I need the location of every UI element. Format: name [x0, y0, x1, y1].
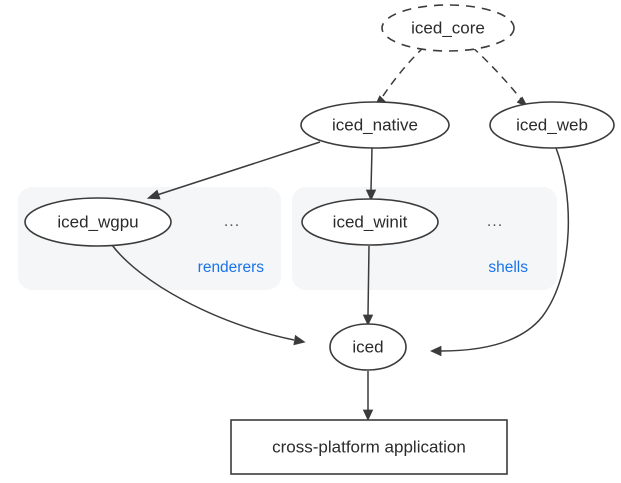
- node-iced_wgpu-label: iced_wgpu: [57, 212, 138, 231]
- cluster-shells-label: shells: [488, 259, 528, 276]
- node-iced-label: iced: [352, 337, 383, 356]
- node-iced_web-label: iced_web: [516, 115, 588, 134]
- node-iced_core-label: iced_core: [411, 18, 485, 37]
- edge-iced_wgpu-to-iced: [111, 244, 306, 346]
- node-iced_winit-label: iced_winit: [333, 212, 408, 231]
- cluster-renderers-label: renderers: [198, 259, 265, 276]
- node-iced-shape[interactable]: [329, 323, 407, 371]
- edge-iced_winit-to-iced: [362, 245, 374, 326]
- cluster-shells-ellipsis: ...: [487, 213, 503, 230]
- node-application[interactable]: cross-platform application: [230, 419, 508, 475]
- node-iced_winit[interactable]: iced_winit: [301, 198, 439, 246]
- cluster-renderers-ellipsis: ...: [224, 213, 240, 230]
- node-iced[interactable]: iced: [329, 323, 407, 371]
- node-iced_core-shape[interactable]: [381, 4, 515, 52]
- node-iced_winit-shape[interactable]: [301, 198, 439, 246]
- edge-iced-to-application: [362, 371, 374, 421]
- node-iced_web[interactable]: iced_web: [489, 101, 615, 149]
- edge-iced_core-to-iced_native: [374, 46, 425, 107]
- node-application-label: cross-platform application: [272, 437, 466, 456]
- node-iced_wgpu[interactable]: iced_wgpu: [24, 197, 172, 247]
- node-iced_native[interactable]: iced_native: [300, 101, 450, 149]
- edge-iced_native-to-iced_winit: [365, 147, 377, 201]
- node-iced_web-shape[interactable]: [489, 101, 615, 149]
- node-iced_core[interactable]: iced_core: [381, 4, 515, 52]
- node-iced_native-label: iced_native: [332, 115, 418, 134]
- edge-iced_native-to-iced_wgpu: [146, 141, 321, 200]
- node-iced_wgpu-shape[interactable]: [24, 197, 172, 247]
- node-iced_native-shape[interactable]: [300, 101, 450, 149]
- node-application-shape[interactable]: [230, 419, 508, 475]
- edge-iced_web-to-iced: [430, 147, 570, 357]
- edge-iced_core-to-iced_web: [471, 46, 529, 108]
